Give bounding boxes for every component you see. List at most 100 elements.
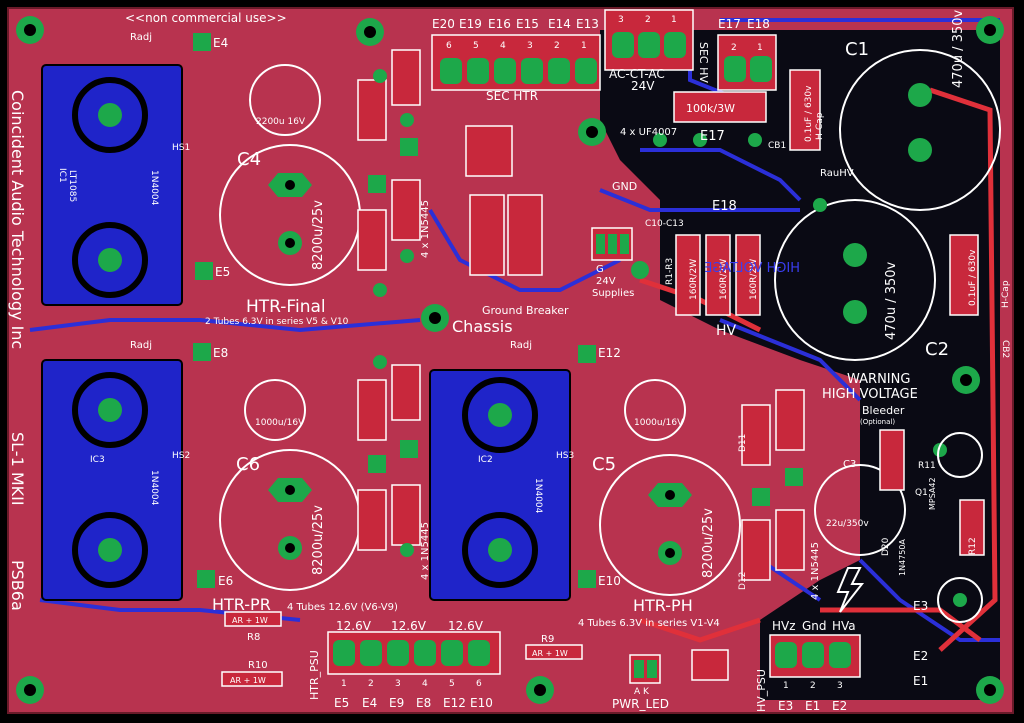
htr-pr-note: 4 Tubes 12.6V (V6-V9) bbox=[287, 602, 398, 613]
diode-bodies bbox=[357, 49, 805, 581]
capacitor-pads bbox=[268, 83, 932, 565]
d20-label: D20 bbox=[881, 537, 891, 556]
ac-pin-0: 3 bbox=[618, 15, 624, 25]
ac-24v-label: 24V bbox=[631, 79, 655, 93]
d11-label: D11 bbox=[738, 434, 748, 452]
e3-label: E3 bbox=[913, 599, 928, 613]
htr-final-title: HTR-Final bbox=[246, 297, 326, 317]
hv-label: HV bbox=[716, 323, 737, 339]
bleeder-opt: (Optional) bbox=[860, 418, 895, 426]
q1-label: Q1 bbox=[915, 488, 928, 498]
diodes-hv: 4 x UF4007 bbox=[620, 127, 677, 138]
r10-body: AR + 1W bbox=[230, 676, 266, 685]
hcap-top: H-Cap bbox=[815, 112, 825, 140]
c3-value: 22u/350v bbox=[826, 519, 869, 529]
pwr-led-label: PWR_LED bbox=[612, 697, 669, 711]
mounting-holes bbox=[16, 16, 1004, 704]
bottom-e-4: E12 bbox=[443, 696, 466, 710]
bottom-e-3: E8 bbox=[416, 696, 431, 710]
c6-label: C6 bbox=[236, 454, 260, 475]
high-voltage-icon bbox=[836, 567, 865, 613]
e18-mid: E18 bbox=[712, 199, 737, 214]
hv-head-pin-2: 3 bbox=[837, 681, 843, 691]
e8-label: E8 bbox=[213, 346, 228, 360]
d-1n4004-a: 1N4004 bbox=[149, 170, 159, 206]
ic1-label: IC1 bbox=[57, 168, 67, 183]
e5-label: E5 bbox=[215, 265, 230, 279]
top-e-4: E14 bbox=[548, 17, 571, 31]
hs1-label: HS1 bbox=[172, 143, 190, 153]
cap-01-right: 0.1uF / 630v bbox=[968, 249, 978, 306]
hs2-label: HS2 bbox=[172, 451, 190, 461]
connector-ac bbox=[604, 9, 694, 71]
top-e-3: E15 bbox=[516, 17, 539, 31]
bleeder-label: Bleeder bbox=[862, 404, 905, 417]
c4-value: 8200u/25v bbox=[311, 200, 326, 270]
top-e-5: E13 bbox=[576, 17, 599, 31]
r11-label: R11 bbox=[918, 461, 936, 471]
side-model: SL-1 MKII bbox=[8, 432, 27, 506]
c7-value: 2200u 16V bbox=[256, 117, 306, 127]
c9-value: 1000u/16V bbox=[255, 418, 305, 428]
radj-3: Radj bbox=[510, 340, 532, 351]
sec-htr-label: SEC HTR bbox=[486, 89, 538, 103]
e18-top: E18 bbox=[747, 17, 770, 31]
top-pin-1: 5 bbox=[473, 41, 479, 51]
hv-resistors bbox=[673, 69, 979, 316]
bottom-e-5: E10 bbox=[470, 696, 493, 710]
e4-label: E4 bbox=[213, 36, 228, 50]
silkscreen-text: <<non commercial use>> Coincident Audio … bbox=[8, 9, 1011, 713]
hv-head-0: HVz bbox=[772, 619, 796, 633]
bottom-volt-0: 12.6V bbox=[336, 619, 372, 633]
ground-breaker-label: Ground Breaker bbox=[482, 304, 569, 317]
c2-label: C2 bbox=[925, 339, 949, 360]
r8-label: R8 bbox=[247, 632, 260, 643]
c5-label: C5 bbox=[592, 454, 616, 475]
r8-body: AR + 1W bbox=[232, 616, 268, 625]
top-pin-0: 6 bbox=[446, 41, 452, 51]
warning-1: WARNING bbox=[847, 372, 910, 387]
zener-label: 1N4750A bbox=[898, 539, 907, 576]
radj-1: Radj bbox=[130, 32, 152, 43]
c1-label: C1 bbox=[845, 39, 869, 60]
e12-label: E12 bbox=[598, 346, 621, 360]
bottom-pin-1: 2 bbox=[368, 679, 374, 689]
c8-value: 1000u/16V bbox=[634, 418, 684, 428]
bottom-volt-1: 12.6V bbox=[391, 619, 427, 633]
connector-pwr-led bbox=[629, 654, 661, 684]
component-pads bbox=[193, 33, 967, 607]
chassis-label: Chassis bbox=[452, 317, 513, 336]
r9-body: AR + 1W bbox=[532, 649, 568, 658]
diodes-htr2: 4 x 1N5445 bbox=[420, 522, 431, 580]
side-vendor: Coincident Audio Technology Inc bbox=[8, 90, 27, 349]
e1-label: E1 bbox=[913, 674, 928, 688]
r-hv-0: 160R/2W bbox=[689, 259, 699, 300]
c2-value: 470u / 350v bbox=[884, 261, 899, 340]
htr-pr-title: HTR-PR bbox=[212, 595, 271, 614]
d-1n4004-c: 1N4004 bbox=[533, 478, 543, 514]
connector-24v-supply bbox=[591, 227, 633, 261]
mpsa-label: MPSA42 bbox=[928, 477, 937, 510]
ac-pin-2: 1 bbox=[671, 15, 677, 25]
hv-e-2: E2 bbox=[832, 699, 847, 713]
top-pin-4: 2 bbox=[554, 41, 560, 51]
c4-label: C4 bbox=[237, 149, 261, 170]
connector-sec-htr bbox=[431, 34, 601, 91]
heatsink-pads bbox=[98, 103, 512, 562]
bottom-e-0: E5 bbox=[334, 696, 349, 710]
bottom-volt-2: 12.6V bbox=[448, 619, 484, 633]
r12-label: R12 bbox=[968, 537, 978, 555]
bottom-pin-3: 4 bbox=[422, 679, 428, 689]
radj-2: Radj bbox=[130, 340, 152, 351]
hv-psu-label: HV_PSU bbox=[755, 669, 768, 712]
ac-ct-ac-label: AC-CT-AC bbox=[609, 67, 665, 81]
r10-label: R10 bbox=[248, 660, 268, 671]
bleeder-heatsink-icon bbox=[937, 432, 983, 623]
d12-label: D12 bbox=[738, 572, 748, 590]
ic1-part: LT1085 bbox=[67, 170, 77, 202]
e17-mid: E17 bbox=[700, 129, 725, 144]
c5-value: 8200u/25v bbox=[701, 508, 716, 578]
top-e-1: E19 bbox=[459, 17, 482, 31]
e6-label: E6 bbox=[218, 574, 233, 588]
